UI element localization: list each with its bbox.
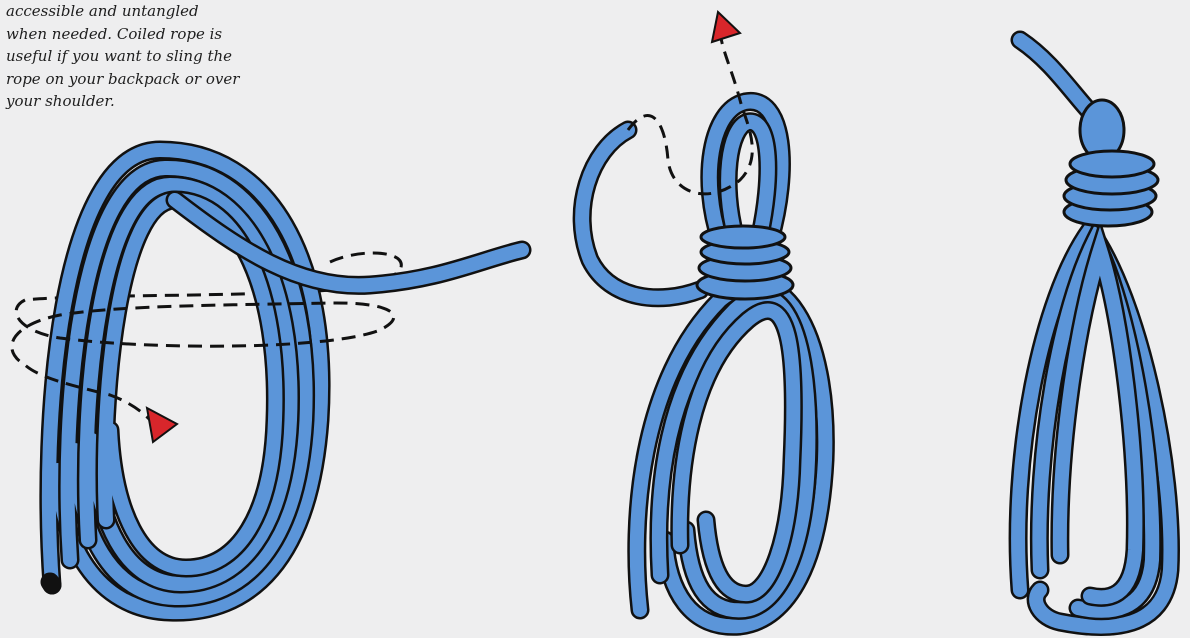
coil-wraps [697,226,793,299]
rope-coil-strands [49,150,522,612]
coil-step-1-figure [12,150,522,612]
direction-arrow-icon [147,408,177,442]
direction-arrow-icon [712,12,740,42]
coil-step-2-figure [582,12,825,626]
coil-step-3-figure [1018,40,1170,627]
knot-head [1064,100,1158,226]
